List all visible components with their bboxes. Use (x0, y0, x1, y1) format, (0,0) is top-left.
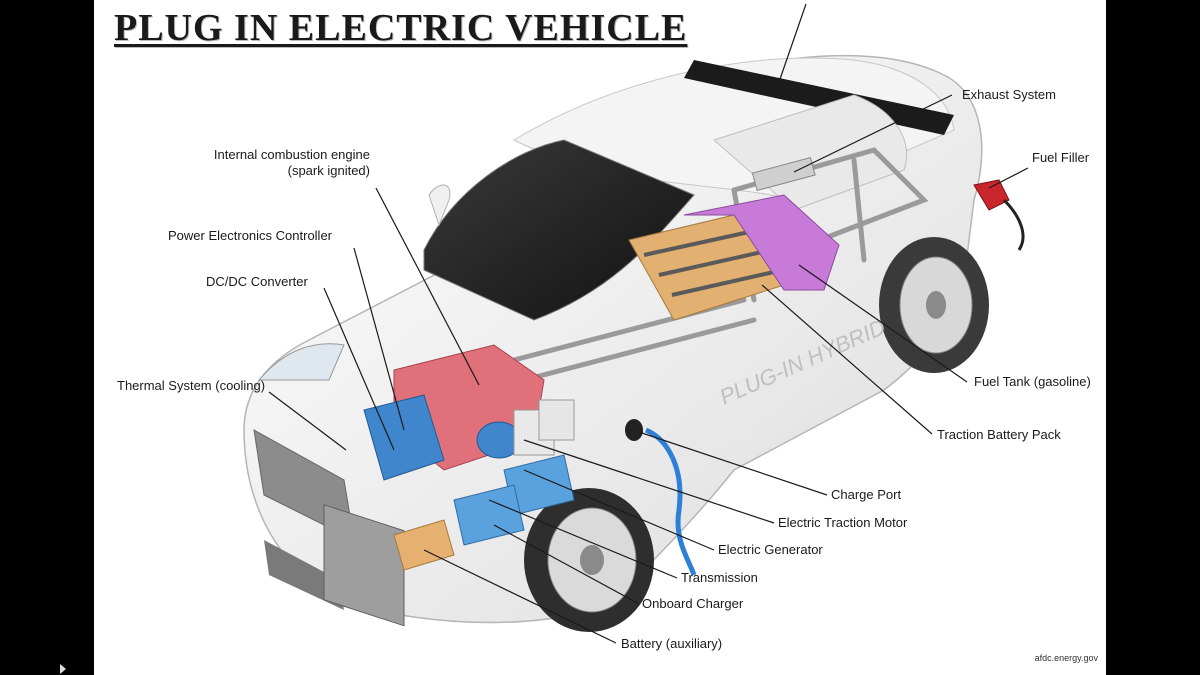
label-exhaust-system: Exhaust System (962, 87, 1056, 102)
headlight (257, 343, 345, 381)
mouse-cursor-icon (60, 664, 66, 674)
exhaust-system (751, 156, 816, 192)
windshield (423, 139, 695, 321)
power-electronics (363, 394, 445, 481)
slide: PLUG-IN HYBRID PLUG IN ELECTRIC VEHICLE … (94, 0, 1106, 675)
leader-lines (268, 3, 1029, 644)
label-charge-port: Charge Port (831, 487, 902, 502)
label-electric-traction-motor: Electric Traction Motor (778, 515, 908, 530)
traction-motor (476, 399, 575, 459)
label-electric-generator: Electric Generator (718, 542, 823, 557)
label-ice-line2: (spark ignited) (287, 163, 370, 178)
thermal-radiator (323, 504, 405, 627)
fuel-nozzle-icon (973, 179, 1025, 251)
label-dcdc-converter: DC/DC Converter (206, 274, 308, 289)
label-thermal-system: Thermal System (cooling) (117, 378, 266, 393)
page-title: PLUG IN ELECTRIC VEHICLE (114, 7, 688, 49)
label-fuel-tank: Fuel Tank (gasoline) (974, 374, 1091, 389)
label-fuel-filler: Fuel Filler (1032, 150, 1090, 165)
rear-wheel (879, 237, 989, 373)
chassis-frame (511, 147, 929, 383)
label-transmission: Transmission (681, 570, 758, 585)
charge-cable-icon (625, 419, 697, 576)
label-ice: Internal combustion engine (spark ignite… (194, 147, 370, 179)
label-power-electronics-controller: Power Electronics Controller (168, 228, 333, 243)
onboard-charger (453, 484, 525, 546)
label-traction-battery-pack: Traction Battery Pack (937, 427, 1061, 442)
label-battery-auxiliary: Battery (auxiliary) (621, 636, 723, 651)
source-credit: afdc.energy.gov (1034, 653, 1098, 663)
label-ice-line1: Internal combustion engine (213, 147, 370, 162)
ev-diagram: PLUG-IN HYBRID (243, 3, 1029, 644)
side-mirror (428, 184, 451, 227)
label-onboard-charger: Onboard Charger (642, 596, 744, 611)
battery-stripes (643, 230, 775, 297)
